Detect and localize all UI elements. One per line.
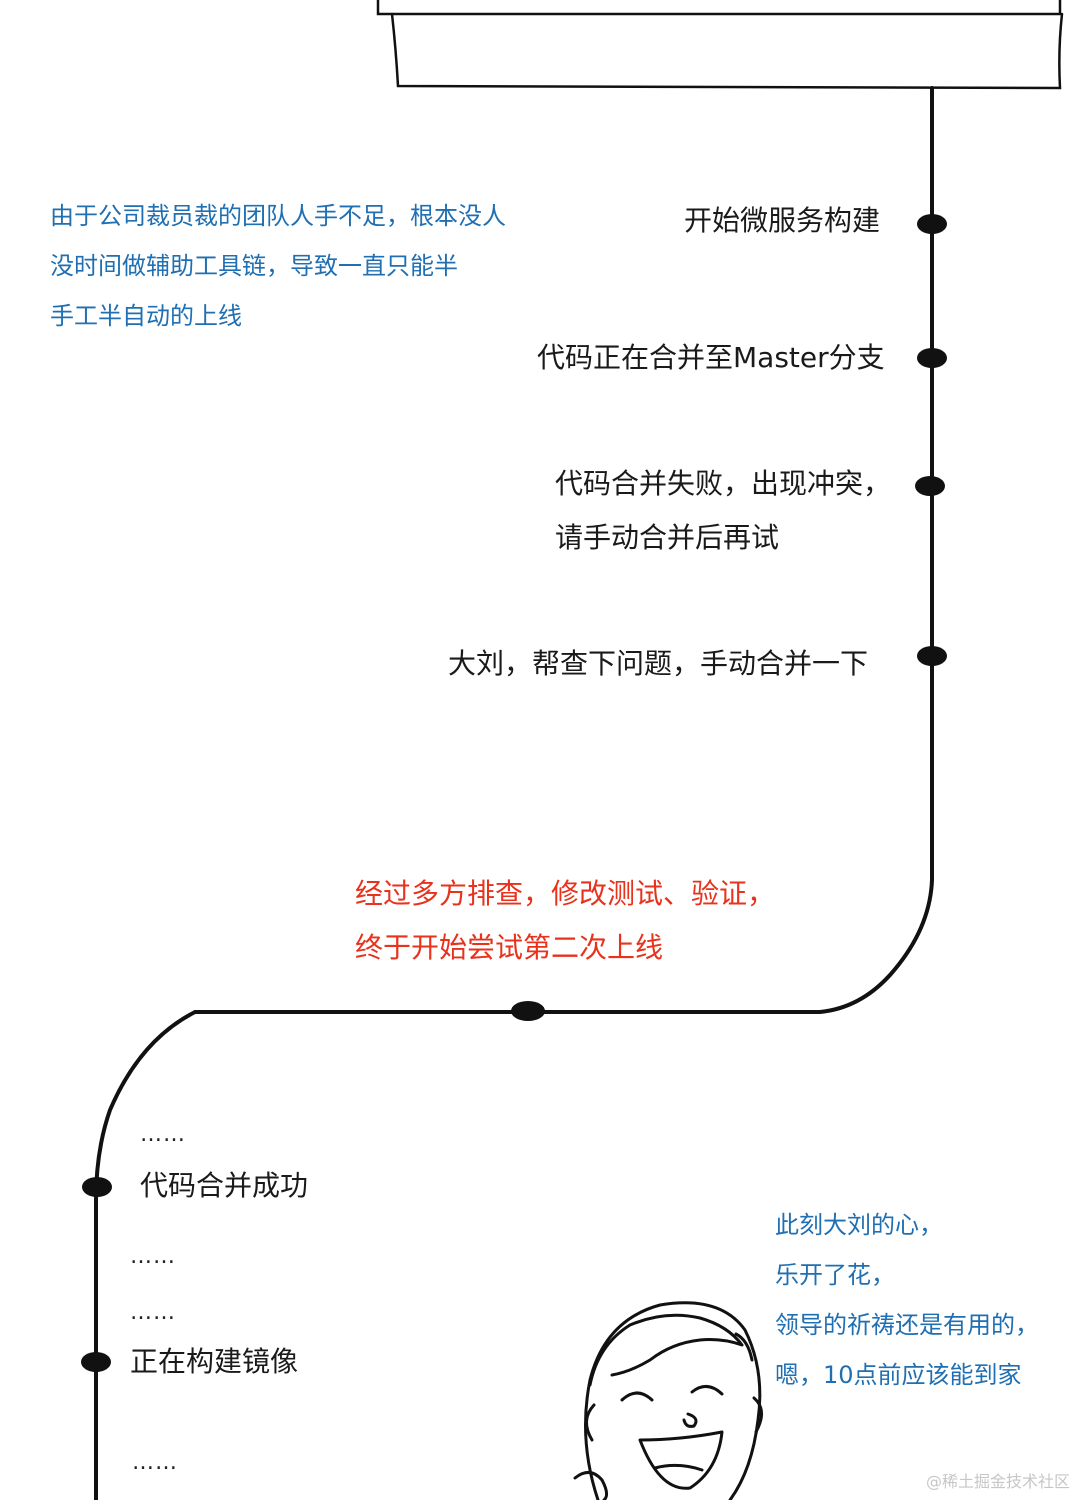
left-note-line-3: 手工半自动的上线 <box>50 302 242 330</box>
event-merge-failed-line-2: 请手动合并后再试 <box>555 521 780 554</box>
node-building-image <box>81 1352 111 1372</box>
ellipsis-2: …… <box>130 1244 176 1269</box>
left-note-line-2: 没时间做辅助工具链，导致一直只能半 <box>50 252 458 280</box>
top-box <box>376 0 1064 90</box>
ellipsis-3: …… <box>130 1300 176 1325</box>
right-note-line-2: 乐开了花， <box>775 1261 895 1289</box>
node-manual-merge <box>917 646 947 666</box>
node-merge-failed <box>915 476 945 496</box>
track-line <box>94 86 934 1500</box>
node-merge-success <box>82 1177 112 1197</box>
red-note-line-2: 终于开始尝试第二次上线 <box>355 931 664 964</box>
right-note-line-3: 领导的祈祷还是有用的， <box>775 1311 1039 1339</box>
node-second-attempt <box>511 1001 545 1021</box>
red-note-line-1: 经过多方排查，修改测试、验证， <box>355 877 776 910</box>
event-merge-success: 代码合并成功 <box>140 1169 309 1202</box>
ellipsis-1: …… <box>140 1122 186 1147</box>
event-building-image: 正在构建镜像 <box>130 1345 299 1378</box>
laughing-character <box>573 1301 763 1500</box>
event-manual-merge-request: 大刘，帮查下问题，手动合并一下 <box>448 647 869 680</box>
node-merging <box>917 348 947 368</box>
node-start-build <box>917 214 947 234</box>
right-note-line-1: 此刻大刘的心， <box>775 1211 943 1239</box>
event-start-build: 开始微服务构建 <box>684 204 881 237</box>
left-note-line-1: 由于公司裁员裁的团队人手不足，根本没人 <box>50 202 506 230</box>
ellipsis-4: …… <box>132 1450 178 1475</box>
event-merging-master: 代码正在合并至Master分支 <box>537 341 885 374</box>
event-merge-failed-line-1: 代码合并失败，出现冲突， <box>555 467 892 500</box>
right-note-line-4: 嗯，10点前应该能到家 <box>775 1361 1022 1389</box>
watermark: @稀土掘金技术社区 <box>925 1472 1070 1491</box>
